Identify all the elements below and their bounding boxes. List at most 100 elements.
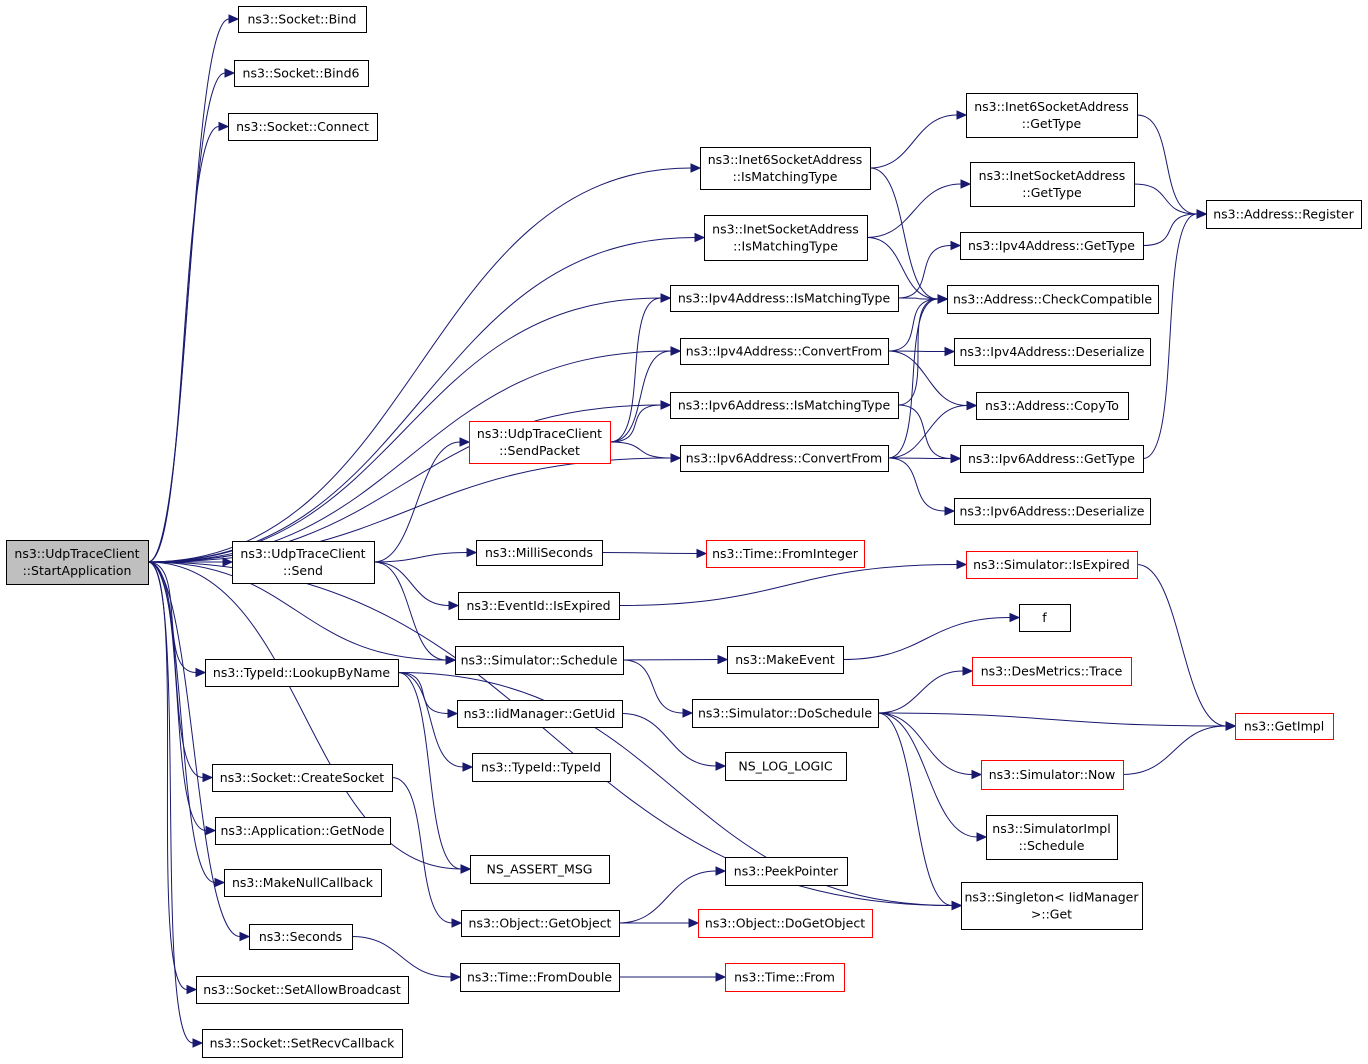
node-frominteger[interactable]: ns3::Time::FromInteger [706,540,865,568]
node-inet6gettype[interactable]: ns3::Inet6SocketAddress::GetType [966,93,1138,138]
node-getobject[interactable]: ns3::Object::GetObject [461,910,620,937]
node-f[interactable]: f [1019,604,1071,632]
edge-line [887,298,939,459]
node-box [970,162,1135,207]
node-makeevent[interactable]: ns3::MakeEvent [727,646,844,674]
edge-root-inetmatch [147,232,706,563]
arrowhead [976,832,988,842]
node-getimpl[interactable]: ns3::GetImpl [1235,713,1334,740]
node-ipv6deser[interactable]: ns3::Ipv6Address::Deserialize [954,498,1151,525]
edge-line [842,617,1011,660]
edge-iidgetuid-nslog [621,713,727,771]
node-dogetobject[interactable]: ns3::Object::DoGetObject [698,909,873,938]
edge-inetmatch-inetgettype [866,179,972,238]
arrowhead [715,972,727,982]
edge-line [866,183,962,238]
edge-root-seconds [147,561,251,942]
node-box [460,963,620,992]
node-label: ns3::Seconds [259,929,342,944]
edge-ipv6conv-copyto [887,400,978,459]
edge-lookup-iidgetuid [397,672,459,719]
node-ipv6gettype[interactable]: ns3::Ipv6Address::GetType [960,445,1144,473]
node-box [947,285,1159,314]
node-singleton[interactable]: ns3::Singleton< IidManager >::Get [961,882,1143,930]
edge-inet6gettype-register [1136,114,1208,219]
edge-ipv6conv-checkcompat [887,294,949,459]
node-copyto[interactable]: ns3::Address::CopyTo [976,392,1129,420]
node-bind[interactable]: ns3::Socket::Bind [238,6,367,33]
node-fromdouble[interactable]: ns3::Time::FromDouble [460,963,620,992]
node-label: NS_ASSERT_MSG [487,862,593,877]
node-label: ::Send [283,563,323,578]
edge-root-getnode [147,561,217,836]
node-inetgettype[interactable]: ns3::InetSocketAddress::GetType [970,162,1135,207]
node-peekpointer[interactable]: ns3::PeekPointer [725,857,848,886]
node-implschedule[interactable]: ns3::SimulatorImpl::Schedule [986,815,1118,860]
edge-line [1122,725,1227,775]
node-lookup[interactable]: ns3::TypeId::LookupByName [205,659,399,687]
edge-line [1136,114,1198,215]
node-label: ns3::Address::CheckCompatible [953,292,1152,307]
node-send[interactable]: ns3::UdpTraceClient::Send [232,541,375,584]
node-connect[interactable]: ns3::Socket::Connect [228,113,378,141]
node-box [6,540,149,585]
node-ipv4deser[interactable]: ns3::Ipv4Address::Deserialize [954,338,1151,366]
node-label: ::Schedule [1019,838,1085,853]
node-desmetrics[interactable]: ns3::DesMetrics::Trace [972,657,1132,686]
node-iidgetuid[interactable]: ns3::IidManager::GetUid [457,700,623,728]
node-millisec[interactable]: ns3::MilliSeconds [476,540,603,566]
edge-line [397,672,464,768]
node-register[interactable]: ns3::Address::Register [1206,200,1362,229]
node-label: ns3::Socket::CreateSocket [220,770,385,785]
node-createsocket[interactable]: ns3::Socket::CreateSocket [212,764,393,792]
arrowhead [951,900,963,911]
node-nslog[interactable]: NS_LOG_LOGIC [725,752,847,781]
node-timefrom[interactable]: ns3::Time::From [725,963,845,992]
node-sendpacket[interactable]: ns3::UdpTraceClient::SendPacket [469,421,611,464]
arrowhead [447,708,459,719]
node-nsassert[interactable]: NS_ASSERT_MSG [470,855,610,884]
node-ipv4gettype[interactable]: ns3::Ipv4Address::GetType [960,232,1144,260]
node-doschedule[interactable]: ns3::Simulator::DoSchedule [692,699,879,728]
node-eventexpired[interactable]: ns3::EventId::IsExpired [458,592,620,620]
node-box [725,963,845,992]
node-checkcompat[interactable]: ns3::Address::CheckCompatible [947,285,1159,314]
node-label: ns3::MilliSeconds [485,545,593,560]
node-ipv4match[interactable]: ns3::Ipv4Address::IsMatchingType [670,285,899,312]
arrowhead [682,708,694,718]
node-inetmatch[interactable]: ns3::InetSocketAddress::IsMatchingType [704,215,868,261]
edge-line [373,552,468,563]
node-recvcb[interactable]: ns3::Socket::SetRecvCallback [202,1029,403,1058]
node-getnode[interactable]: ns3::Application::GetNode [215,817,391,845]
node-bind6[interactable]: ns3::Socket::Bind6 [234,60,369,87]
edge-line [622,659,684,714]
node-ipv6conv[interactable]: ns3::Ipv6Address::ConvertFrom [680,445,889,472]
arrowhead [950,240,962,251]
node-label: ns3::DesMetrics::Trace [981,664,1123,679]
node-seconds[interactable]: ns3::Seconds [249,924,353,950]
node-allowbc[interactable]: ns3::Socket::SetAllowBroadcast [196,976,409,1004]
node-label: ::IsMatchingType [733,169,838,184]
edge-doschedule-simnow [877,712,983,780]
node-ipv6match[interactable]: ns3::Ipv6Address::IsMatchingType [670,392,899,419]
node-inet6match[interactable]: ns3::Inet6SocketAddress::IsMatchingType [700,147,871,190]
edge-line [887,457,946,512]
node-root[interactable]: ns3::UdpTraceClient::StartApplication [6,540,149,585]
node-makenull[interactable]: ns3::MakeNullCallback [224,869,382,897]
arrowhead [466,547,478,558]
node-simnow[interactable]: ns3::Simulator::Now [981,760,1124,790]
arrowhead [971,769,983,780]
node-box [976,392,1129,420]
node-label: ns3::UdpTraceClient [14,546,139,561]
node-typeidctor[interactable]: ns3::TypeId::TypeId [472,753,611,782]
arrowhead [696,548,708,559]
node-simexpired[interactable]: ns3::Simulator::IsExpired [966,551,1138,579]
node-simschedule[interactable]: ns3::Simulator::Schedule [455,646,624,675]
node-label: ns3::MakeEvent [735,652,835,667]
arrowhead [205,825,217,836]
node-box [706,540,865,568]
node-ipv4conv[interactable]: ns3::Ipv4Address::ConvertFrom [680,338,889,365]
arrowhead [1196,209,1208,219]
edge-line [147,561,207,831]
